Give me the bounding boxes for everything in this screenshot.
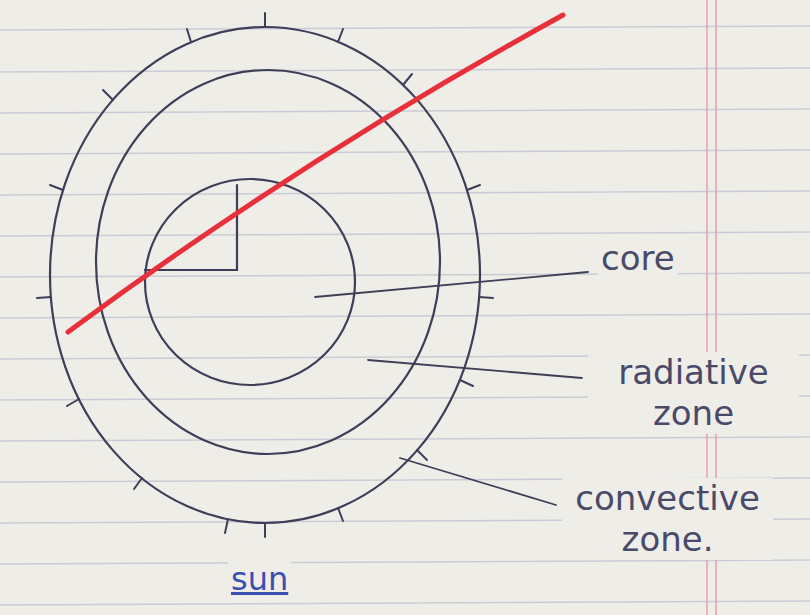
core-leader — [315, 272, 588, 297]
convective-leader — [400, 458, 556, 505]
core-label: core — [598, 238, 678, 279]
caption: sun — [228, 560, 291, 598]
red-strike-line — [68, 15, 563, 332]
leader-lines — [315, 272, 588, 505]
core-radius-mark — [145, 185, 237, 270]
radiative-boundary — [96, 70, 440, 454]
radiative-zone-label: radiative zone — [588, 352, 799, 434]
core-boundary — [145, 179, 355, 385]
ruled-lines — [0, 26, 810, 605]
convective-zone-label: convective zone. — [562, 478, 773, 560]
radiative-leader — [368, 360, 582, 378]
